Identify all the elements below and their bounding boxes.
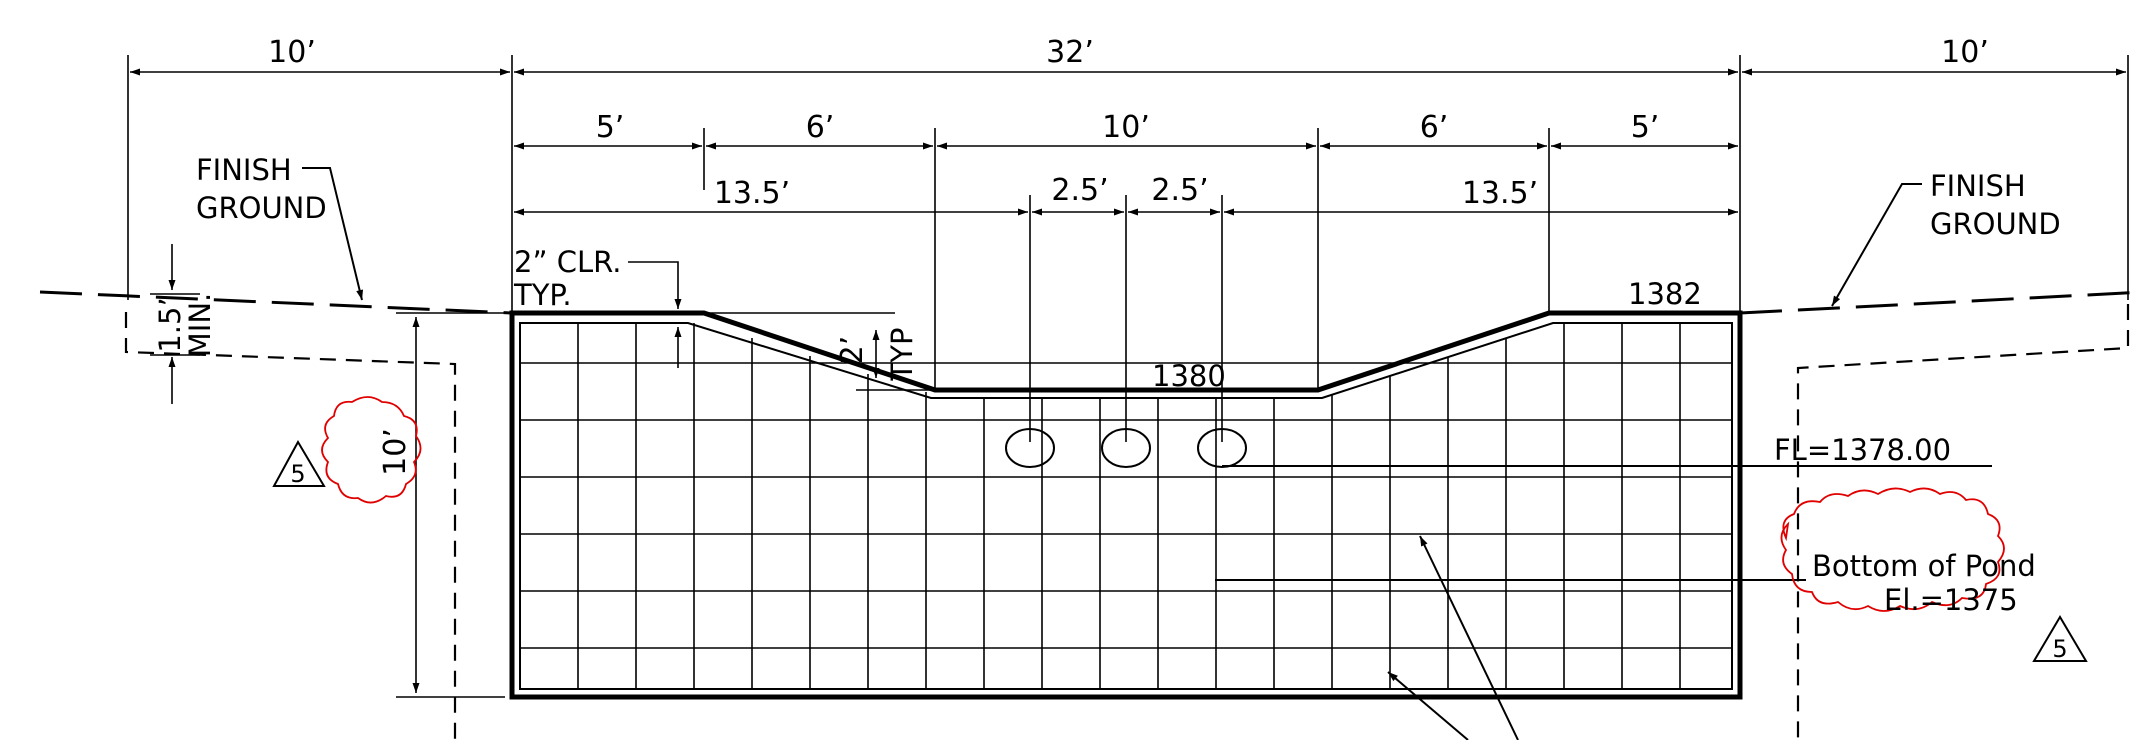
dim-top-right: 10’: [1941, 35, 1989, 70]
min-cover-min: MIN.: [183, 293, 217, 358]
finish-ground-left-line2: GROUND: [196, 191, 327, 225]
dim-row2-4: 6’: [1420, 110, 1449, 145]
clearance-label-1: 2” CLR.: [514, 245, 621, 279]
flowline-callout: FL=1378.00: [1222, 433, 1992, 467]
leader-arrows: [1387, 535, 1519, 740]
pipe-1: [1005, 428, 1055, 468]
revision-cloud-bottom: [1780, 487, 2005, 612]
pond-outline: [509, 310, 1743, 700]
elevation-labels: 1382 1380: [1152, 277, 1702, 393]
finish-ground-left-line1: FINISH: [196, 153, 292, 187]
finish-ground-lines: [39, 290, 2145, 315]
min-cover-callout: 1.5’ MIN.: [150, 244, 217, 404]
revision-cloud-depth: [321, 396, 422, 504]
slope-dim-callout: 2’ TYP: [835, 328, 932, 391]
pond-structure: [509, 310, 1743, 700]
ground-line-right: [1739, 290, 2145, 315]
bottom-of-pond-callout: Bottom of Pond El.=1375: [1215, 487, 2036, 617]
bottom-of-pond-label-1: Bottom of Pond: [1812, 549, 2036, 583]
pipe-2: [1101, 428, 1151, 468]
finish-ground-right-line1: FINISH: [1930, 169, 2026, 203]
dim-row3-mid-a: 2.5’: [1051, 173, 1108, 208]
dim-row2-5: 5’: [1631, 110, 1660, 145]
finish-ground-right-callout: FINISH GROUND: [1831, 169, 2061, 307]
dim-depth: 10’: [378, 428, 413, 476]
dim-side-slope: 2’: [835, 336, 870, 365]
excavation-outline: [124, 304, 2130, 740]
dimension-row-2: 5’ 6’ 10’ 6’ 5’: [514, 110, 1738, 150]
finish-ground-left-callout: FINISH GROUND: [196, 153, 364, 301]
elev-top: 1382: [1628, 277, 1702, 311]
dim-row3-mid-b: 2.5’: [1151, 173, 1208, 208]
dim-row2-3: 10’: [1102, 110, 1150, 145]
dimension-row-3: 13.5’ 2.5’ 2.5’ 13.5’: [514, 173, 1738, 216]
clearance-label-2: TYP.: [513, 278, 572, 312]
dim-top-left: 10’: [268, 35, 316, 70]
elev-channel: 1380: [1152, 359, 1226, 393]
flowline-label: FL=1378.00: [1774, 433, 1951, 467]
extension-lines: [127, 55, 2129, 442]
dim-row3-left: 13.5’: [714, 176, 790, 211]
revision-number-left: 5: [290, 460, 305, 488]
rebar-grid: [520, 323, 1732, 689]
revision-number-right: 5: [2052, 635, 2067, 663]
dim-top-total: 32’: [1046, 35, 1094, 70]
dimension-row-1: 10’ 32’ 10’: [130, 35, 2126, 76]
revision-mark-right: 5: [2032, 615, 2088, 663]
min-cover-dim: 1.5’: [153, 297, 187, 352]
clearance-callout: 2” CLR. TYP.: [513, 245, 895, 368]
typ-label: TYP: [885, 328, 919, 382]
finish-ground-right-line2: GROUND: [1930, 207, 2061, 241]
dim-row2-1: 5’: [596, 110, 625, 145]
inner-cover-line: [519, 322, 1733, 690]
revision-mark-left: 5: [272, 439, 326, 488]
dim-row3-right: 13.5’: [1462, 176, 1538, 211]
bottom-of-pond-label-2: El.=1375: [1884, 583, 2018, 617]
dim-row2-2: 6’: [806, 110, 835, 145]
ground-line-left: [39, 290, 513, 315]
depth-dimension: 10’: [321, 312, 505, 698]
